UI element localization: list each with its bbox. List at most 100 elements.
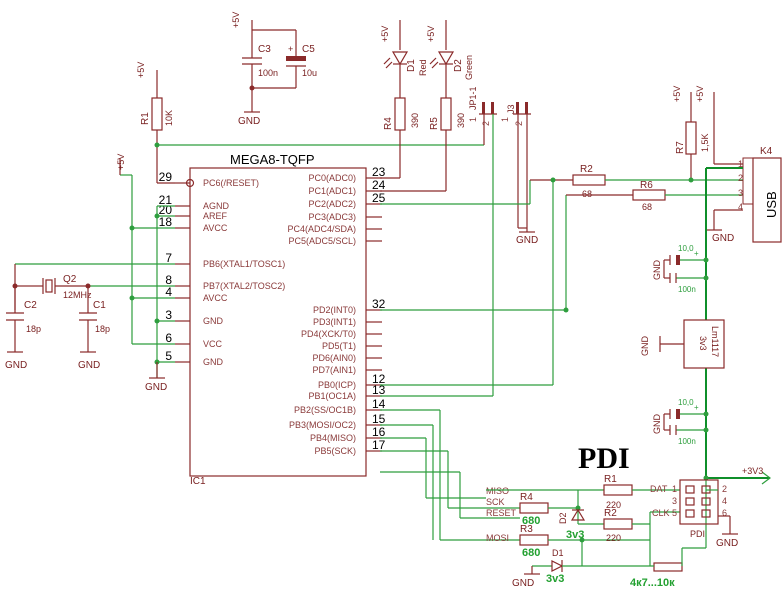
ic-pin-name: PC0(ADC0) [308, 173, 356, 183]
ic-pin-name: PB2(SS/OC1B) [294, 405, 356, 415]
svg-text:GND: GND [716, 538, 738, 549]
pdi-header: 1 2 3 4 5 6 PDI [672, 479, 727, 539]
q2-crystal [45, 279, 53, 293]
q2-value: 12MHz [63, 290, 92, 300]
svg-text:390: 390 [456, 113, 466, 128]
svg-text:1: 1 [500, 117, 510, 122]
r1-ref: R1 [140, 112, 151, 125]
r5-resistor [440, 97, 452, 131]
svg-text:68: 68 [642, 202, 652, 212]
ic-pin-num: 29 [159, 170, 173, 184]
svg-text:R7: R7 [675, 141, 686, 154]
svg-text:R3: R3 [520, 524, 533, 535]
c1-ref: C1 [93, 300, 106, 311]
d1-led-red: +5V D1 Red [380, 20, 428, 98]
ic-pin-name: PB4(MISO) [310, 433, 356, 443]
ic-pin-name: PD7(AIN1) [312, 365, 356, 375]
c2-value: 18p [26, 324, 41, 334]
ic-pin-num: 24 [372, 178, 386, 192]
ic-pin-num: 12 [372, 372, 386, 386]
svg-text:GND: GND [652, 260, 662, 281]
r2-usb-resistor [572, 174, 606, 186]
usb-label: USB [764, 191, 779, 218]
ic-pin-num: 16 [372, 425, 386, 439]
pdi-r1 [603, 484, 633, 496]
r1-resistor [151, 97, 163, 131]
ic-pin-num: 32 [372, 297, 386, 311]
svg-text:1,5K: 1,5K [700, 133, 710, 152]
pdi-title: PDI [578, 442, 630, 475]
svg-text:+: + [288, 44, 293, 54]
jumper-jp1: 1 2 JP1-1 [468, 86, 497, 148]
usb-connector: K4 1 2 3 4 USB [738, 146, 782, 243]
q2-ref: Q2 [63, 274, 77, 285]
svg-text:3v3: 3v3 [546, 573, 564, 585]
svg-text:GND: GND [5, 360, 27, 371]
plus3v3-label: +3V3 [742, 466, 763, 476]
svg-text:GND: GND [78, 360, 100, 371]
ic-pin-num: 18 [159, 215, 173, 229]
svg-text:GND: GND [640, 336, 650, 357]
ic-pin-name: PB3(MOSI/OC2) [289, 420, 356, 430]
svg-text:680: 680 [522, 515, 540, 527]
svg-text:R4: R4 [383, 117, 394, 130]
ic-pin-name: PB7(XTAL2/TOSC2) [203, 281, 285, 291]
ic-pin-name: AREF [203, 211, 228, 221]
ic-pin-name: PB0(ICP) [318, 380, 356, 390]
svg-text:K4: K4 [760, 146, 773, 157]
ic-pin-name: GND [203, 357, 224, 367]
svg-text:J3: J3 [506, 104, 516, 114]
svg-text:JP1-1: JP1-1 [468, 86, 478, 110]
ic-pin-num: 13 [372, 383, 386, 397]
r4-resistor [394, 97, 406, 131]
pdi-r4 [519, 502, 549, 514]
svg-text:CLK: CLK [652, 508, 670, 518]
ic-pin-name: PD4(XCK/T0) [301, 329, 356, 339]
svg-text:GND: GND [512, 578, 534, 589]
ic-pin-num: 15 [372, 412, 386, 426]
svg-text:2: 2 [722, 484, 727, 494]
ic-pin-name: GND [203, 316, 224, 326]
svg-text:RESET: RESET [486, 508, 517, 518]
ic-pin-name: AVCC [203, 293, 228, 303]
svg-text:4: 4 [738, 202, 743, 212]
svg-text:D2: D2 [453, 59, 464, 72]
svg-text:4к7...10к: 4к7...10к [630, 577, 675, 589]
svg-text:R5: R5 [429, 117, 440, 130]
svg-text:GND: GND [238, 116, 260, 127]
svg-text:R6: R6 [640, 180, 653, 191]
ic-pin-num: 17 [372, 438, 386, 452]
svg-text:680: 680 [522, 547, 540, 559]
svg-text:+5V: +5V [672, 86, 682, 102]
ic-pin-name: PD3(INT1) [313, 317, 356, 327]
ic-pin-name: PD5(T1) [322, 341, 356, 351]
ic-pin-num: 7 [165, 251, 172, 265]
d2-led-green: +5V D2 Green [426, 20, 474, 98]
svg-text:1: 1 [468, 117, 478, 122]
r1-value: 10K [164, 110, 174, 126]
c3-value: 100n [258, 68, 278, 78]
gnd-left-ic: GND [145, 362, 167, 393]
ic-pin-num: 3 [165, 308, 172, 322]
svg-text:2: 2 [738, 173, 743, 183]
ic-pin-name: PC3(ADC3) [308, 212, 356, 222]
svg-text:R4: R4 [520, 492, 533, 503]
ic-pin-name: AVCC [203, 223, 228, 233]
svg-text:1: 1 [672, 484, 677, 494]
ic-pin-name: PD6(AIN0) [312, 353, 356, 363]
r7-resistor [685, 121, 697, 155]
svg-text:GND: GND [652, 414, 662, 435]
svg-text:R2: R2 [604, 508, 617, 519]
c5-value: 10u [302, 68, 317, 78]
c2-ref: C2 [24, 300, 37, 311]
ic-pin-name: PC1(ADC1) [308, 186, 356, 196]
pdi-d1-zener [551, 560, 564, 572]
svg-text:5: 5 [672, 508, 677, 518]
svg-text:6: 6 [722, 508, 727, 518]
svg-text:2: 2 [514, 121, 524, 126]
ic-pin-name: PC4(ADC4/SDA) [287, 224, 356, 234]
ic-pin-name: PD2(INT0) [313, 305, 356, 315]
ic-pin-num: 5 [165, 349, 172, 363]
c3-ref: C3 [258, 44, 271, 55]
